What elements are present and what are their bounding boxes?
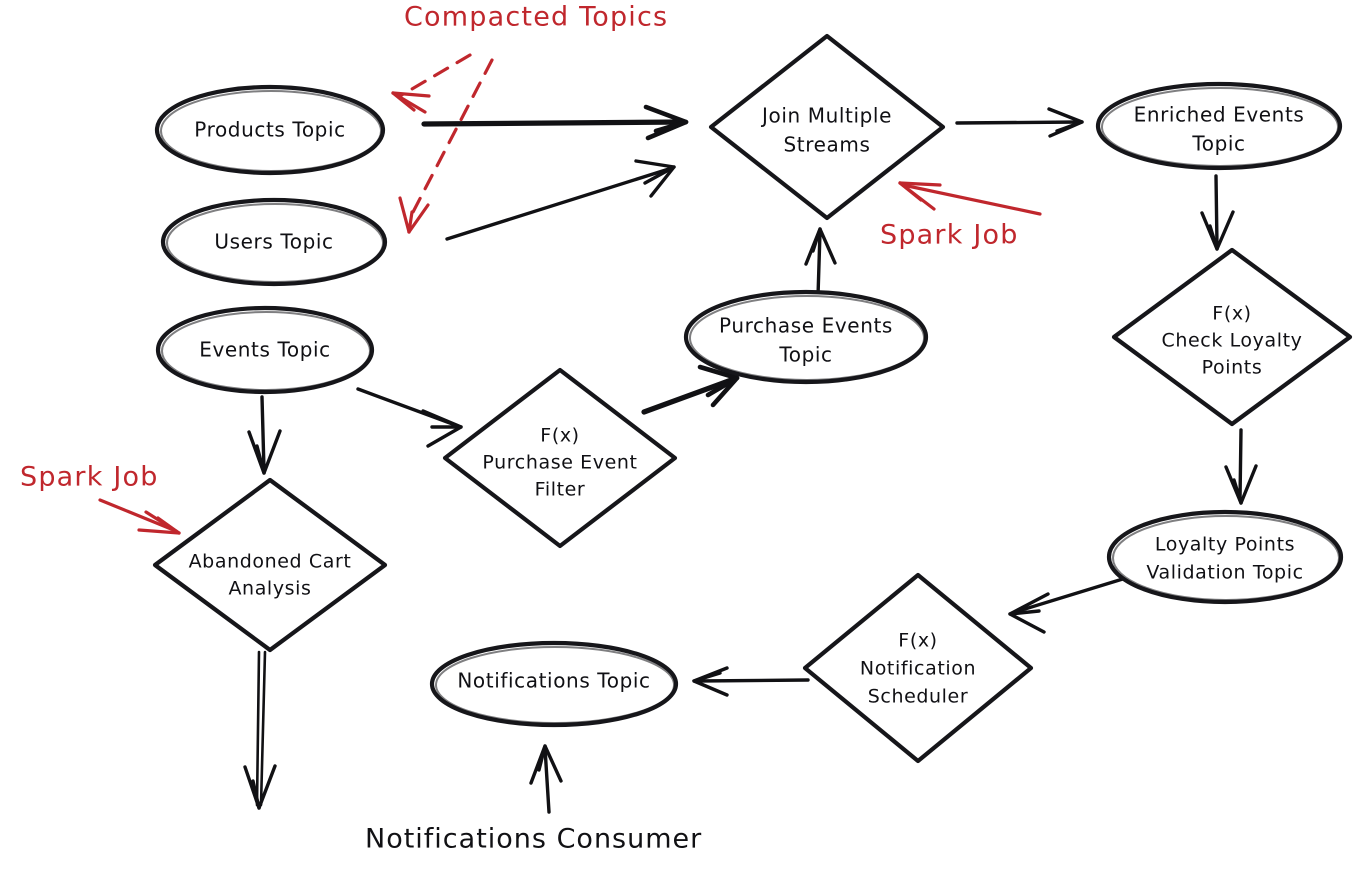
- edge-products-to-join: [421, 104, 689, 141]
- node-products-topic[interactable]: Products Topic: [154, 84, 386, 176]
- node-enriched-events-topic[interactable]: Enriched Events Topic: [1095, 81, 1343, 171]
- node-check-loyalty-points-label-line2: Check Loyalty: [1161, 330, 1302, 352]
- node-join-multiple-streams[interactable]: Join Multiple Streams: [708, 33, 946, 221]
- edge-validation-topic-to-scheduler: [1008, 576, 1128, 634]
- edge-enriched-to-loyalty-check: [1200, 174, 1235, 251]
- node-loyalty-points-validation-topic-label-line1: Loyalty Points: [1155, 534, 1295, 556]
- edge-purchase-events-to-join: [804, 227, 837, 298]
- node-notification-scheduler-label-line1: F(x): [898, 630, 937, 652]
- node-enriched-events-topic-label-line2: Topic: [1191, 132, 1245, 156]
- node-purchase-events-topic-label-line1: Purchase Events: [719, 314, 893, 338]
- node-join-multiple-streams-label-line2: Streams: [784, 133, 871, 157]
- node-check-loyalty-points-label-line3: Points: [1202, 357, 1263, 379]
- annotation-compacted-topics: [391, 53, 494, 234]
- node-abandoned-cart-analysis-label-line2: Analysis: [228, 578, 311, 600]
- node-notification-scheduler-label-line2: Notification: [860, 658, 976, 680]
- edge-join-to-enriched: [955, 107, 1084, 138]
- edge-abandoned-cart-out: [243, 650, 277, 810]
- annotation-spark-job-abandoned-cart-label: Spark Job: [20, 462, 159, 493]
- notifications-consumer-label: Notifications Consumer: [365, 824, 702, 855]
- node-users-topic[interactable]: Users Topic: [160, 197, 388, 287]
- node-abandoned-cart-analysis[interactable]: Abandoned Cart Analysis: [152, 477, 388, 653]
- edge-filter-to-purchase-events: [641, 364, 740, 415]
- node-join-multiple-streams-label-line1: Join Multiple: [760, 104, 892, 128]
- node-enriched-events-topic-label-line1: Enriched Events: [1134, 103, 1305, 127]
- node-purchase-event-filter-label-line2: Purchase Event: [482, 452, 637, 474]
- node-purchase-event-filter[interactable]: F(x) Purchase Event Filter: [442, 367, 678, 549]
- annotation-spark-job-join-label: Spark Job: [880, 220, 1019, 251]
- edge-events-to-abandoned-cart: [247, 395, 282, 475]
- node-notifications-topic[interactable]: Notifications Topic: [429, 640, 679, 728]
- node-purchase-event-filter-label-line1: F(x): [540, 425, 579, 447]
- edge-events-to-filter: [356, 387, 463, 448]
- node-notification-scheduler[interactable]: F(x) Notification Scheduler: [802, 572, 1034, 764]
- annotation-compacted-topics-label: Compacted Topics: [404, 2, 668, 33]
- node-check-loyalty-points-label-line1: F(x): [1212, 303, 1251, 325]
- node-purchase-event-filter-label-line3: Filter: [535, 479, 586, 501]
- node-abandoned-cart-analysis-label-line1: Abandoned Cart: [189, 551, 352, 573]
- node-notifications-topic-label: Notifications Topic: [457, 669, 650, 693]
- edge-consumer-to-notifications-topic: [529, 744, 563, 814]
- node-products-topic-label: Products Topic: [194, 118, 345, 142]
- annotation-spark-job-abandoned-cart-arrow: [98, 498, 181, 535]
- edge-users-to-join: [445, 159, 676, 241]
- edge-scheduler-to-notifications-topic: [692, 666, 810, 697]
- annotation-spark-job-join-arrow: [898, 181, 1042, 216]
- node-loyalty-points-validation-topic[interactable]: Loyalty Points Validation Topic: [1106, 509, 1344, 605]
- node-events-topic[interactable]: Events Topic: [155, 305, 375, 395]
- node-purchase-events-topic[interactable]: Purchase Events Topic: [683, 289, 929, 385]
- node-events-topic-label: Events Topic: [199, 338, 331, 362]
- node-purchase-events-topic-label-line2: Topic: [778, 343, 832, 367]
- node-notification-scheduler-label-line3: Scheduler: [868, 686, 969, 708]
- node-users-topic-label: Users Topic: [214, 230, 333, 254]
- node-loyalty-points-validation-topic-label-line2: Validation Topic: [1146, 562, 1303, 584]
- node-check-loyalty-points[interactable]: F(x) Check Loyalty Points: [1111, 247, 1353, 427]
- edge-loyalty-check-to-validation-topic: [1224, 428, 1258, 505]
